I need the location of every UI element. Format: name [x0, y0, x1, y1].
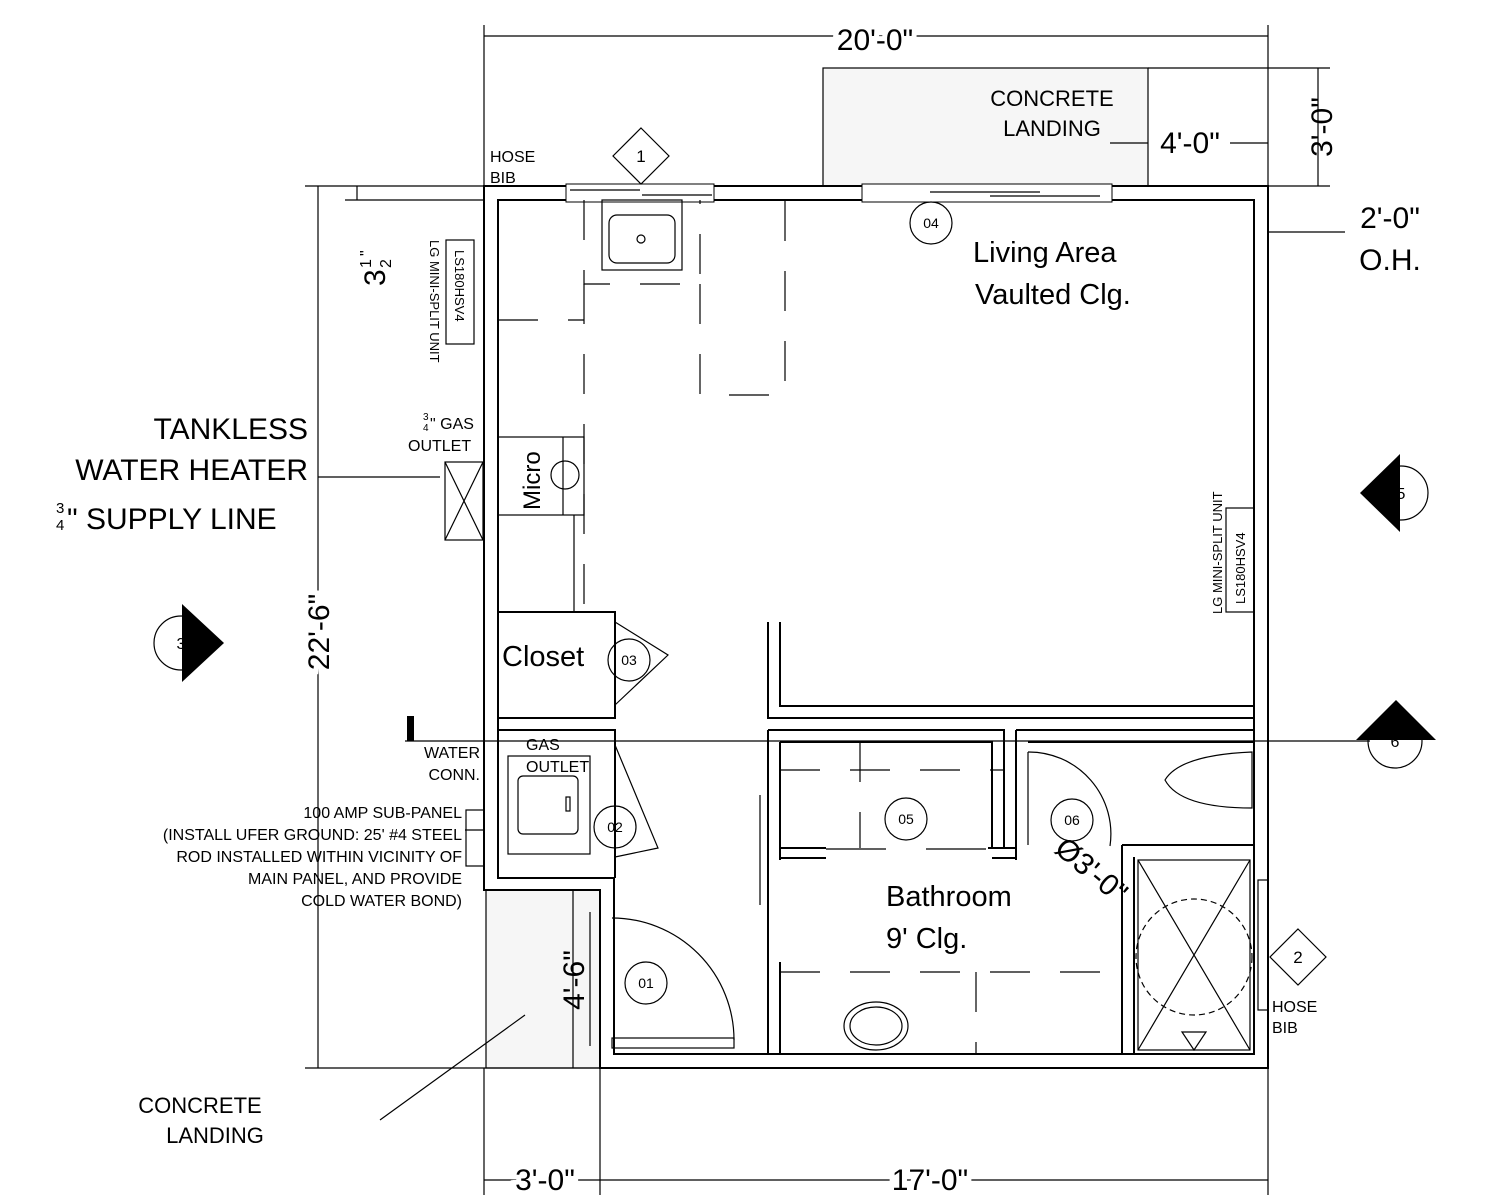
note-gas-outlet-top: 3 4 " GAS OUTLET — [408, 412, 474, 455]
note-subpanel: 100 AMP SUB-PANEL (INSTALL UFER GROUND: … — [163, 805, 462, 910]
note-hose-bib-right-2: BIB — [1272, 1020, 1298, 1037]
dim-shower-diameter: Ø3'-0" — [1049, 831, 1134, 910]
note-landing-side-1: CONCRETE — [138, 1093, 261, 1118]
note-minisplit-right-name: LG MINI-SPLIT UNIT — [1210, 491, 1225, 614]
svg-text:3: 3 — [177, 636, 186, 653]
room-bathroom-label: Bathroom — [886, 881, 1012, 913]
svg-text:4: 4 — [423, 423, 429, 434]
note-landing-top-2: LANDING — [1003, 116, 1101, 141]
note-hose-bib-top-1: HOSE — [490, 149, 535, 166]
room-closet-label: Closet — [502, 641, 584, 673]
room-living-ceiling: Vaulted Clg. — [975, 279, 1131, 311]
svg-text:2: 2 — [378, 259, 395, 268]
svg-text:" SUPPLY LINE: " SUPPLY LINE — [67, 503, 277, 536]
water-heater — [444, 461, 484, 541]
elevation-tag-6: 6 — [1356, 700, 1436, 769]
note-landing-side-2: LANDING — [166, 1123, 264, 1148]
room-bathroom-ceiling: 9' Clg. — [886, 923, 967, 955]
svg-text:MAIN PANEL, AND PROVIDE: MAIN PANEL, AND PROVIDE — [248, 871, 462, 888]
dim-landing-depth: 3'-0" — [1306, 97, 1339, 157]
note-hose-bib-top-2: BIB — [490, 170, 516, 187]
note-heater-supply: 3 4 " SUPPLY LINE — [56, 500, 277, 536]
dim-overall-width: 20'-0" — [837, 24, 913, 57]
closet-laundry-walls — [498, 611, 669, 878]
svg-text:02: 02 — [607, 819, 623, 835]
top-openings — [565, 183, 1113, 203]
note-minisplit-left-model: LS180HSV4 — [452, 250, 467, 322]
elevation-tag-2: 2 — [1269, 928, 1327, 986]
svg-text:": " — [358, 250, 375, 256]
svg-text:01: 01 — [638, 975, 654, 991]
note-water-conn-2: CONN. — [428, 767, 480, 784]
svg-text:4: 4 — [56, 517, 64, 534]
note-minisplit-right-model: LS180HSV4 — [1233, 532, 1248, 604]
svg-text:6: 6 — [1391, 734, 1400, 751]
concrete-landing-side — [485, 889, 601, 1069]
door-tags: 01 02 03 04 05 06 — [593, 201, 1094, 1005]
dim-wall-thickness: 3 1 2 " — [358, 250, 395, 286]
minisplit-right — [1225, 507, 1255, 613]
dim-bottom-left: 3'-0" — [515, 1164, 575, 1197]
svg-text:04: 04 — [923, 215, 939, 231]
note-gas-outlet-laundry-2: OUTLET — [526, 759, 589, 776]
note-gas-outlet-laundry-1: GAS — [526, 737, 560, 754]
subpanel-box — [465, 809, 485, 867]
svg-text:3: 3 — [423, 412, 429, 423]
svg-text:" GAS: " GAS — [430, 416, 474, 433]
svg-text:2: 2 — [1293, 948, 1302, 967]
svg-text:1: 1 — [636, 147, 645, 166]
note-water-conn-1: WATER — [424, 745, 480, 762]
kitchen — [497, 199, 786, 612]
svg-text:3: 3 — [56, 500, 64, 517]
elevation-tag-1: 1 — [612, 127, 670, 185]
dim-bottom-right: 17'-0" — [892, 1164, 968, 1197]
dim-overhang: 2'-0" — [1360, 202, 1420, 235]
dimension-lines — [305, 25, 1345, 1195]
svg-text:06: 06 — [1064, 812, 1080, 828]
note-hose-bib-right-1: HOSE — [1272, 999, 1317, 1016]
svg-text:ROD INSTALLED WITHIN VICINITY: ROD INSTALLED WITHIN VICINITY OF — [176, 849, 462, 866]
note-landing-top-1: CONCRETE — [990, 86, 1113, 111]
svg-text:100 AMP SUB-PANEL: 100 AMP SUB-PANEL — [303, 805, 462, 822]
svg-text:5: 5 — [1397, 486, 1406, 503]
note-heater-1: TANKLESS — [154, 413, 309, 446]
dim-side-landing: 4'-6" — [558, 950, 591, 1010]
dim-overhang-label: O.H. — [1359, 244, 1421, 277]
dim-landing-offset: 4'-0" — [1160, 127, 1220, 160]
concrete-landing-top — [822, 67, 1149, 187]
svg-text:1: 1 — [358, 259, 375, 268]
microwave-label: Micro — [519, 451, 546, 510]
note-heater-2: WATER HEATER — [75, 454, 308, 487]
note-minisplit-left-name: LG MINI-SPLIT UNIT — [427, 240, 442, 363]
elevation-tag-5: 5 — [1360, 454, 1429, 532]
svg-text:3: 3 — [359, 269, 392, 286]
svg-text:03: 03 — [621, 652, 637, 668]
minisplit-left — [445, 239, 475, 345]
svg-text:(INSTALL UFER GROUND: 25' #4 S: (INSTALL UFER GROUND: 25' #4 STEEL — [163, 827, 462, 844]
dim-overall-depth: 22'-6" — [303, 594, 336, 670]
svg-text:OUTLET: OUTLET — [408, 438, 471, 455]
section-marker — [407, 716, 414, 741]
elevation-tag-3: 3 — [153, 604, 224, 682]
exterior-walls — [483, 185, 1269, 1069]
svg-text:COLD WATER BOND): COLD WATER BOND) — [301, 893, 462, 910]
room-living-label: Living Area — [973, 237, 1117, 269]
bathroom-walls — [589, 622, 1269, 1055]
svg-text:05: 05 — [898, 811, 914, 827]
